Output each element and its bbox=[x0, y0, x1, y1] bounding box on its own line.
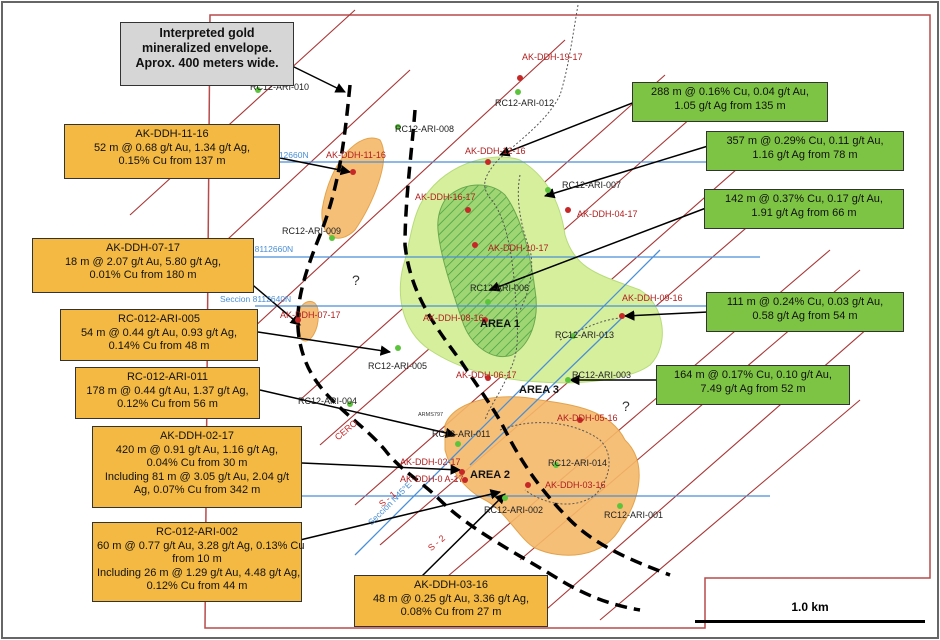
rc-hole-label-rc12-ari-005: RC12-ARI-005 bbox=[368, 361, 428, 371]
envelope-boundary-lines bbox=[296, 84, 671, 612]
rc-hole-label-rc12-ari-010: RC12-ARI-010 bbox=[250, 82, 310, 92]
callout-164m: 164 m @ 0.17% Cu, 0.10 g/t Au, 7.49 g/t … bbox=[656, 365, 850, 405]
rc-hole-marker bbox=[255, 87, 261, 93]
ddh-hole-label-ak-ddh-10-17: AK-DDH-10-17 bbox=[488, 243, 549, 253]
callout-142m: 142 m @ 0.37% Cu, 0.17 g/t Au, 1.91 g/t … bbox=[704, 189, 904, 229]
ddh-hole-marker bbox=[485, 375, 491, 381]
callout-rc-012-ari-005: RC-012-ARI-005 54 m @ 0.44 g/t Au, 0.93 … bbox=[60, 309, 258, 361]
ddh-hole-label-ak-ddh-03-16: AK-DDH-03-16 bbox=[545, 480, 606, 490]
ddh-hole-marker bbox=[565, 207, 571, 213]
rc-hole-marker bbox=[329, 235, 335, 241]
section-label-1: 8112660N bbox=[270, 150, 309, 160]
area-label-3: AREA 3 bbox=[519, 384, 559, 396]
question-mark-1: ? bbox=[352, 272, 360, 288]
rc-hole-label-rc12-ari-004: RC12-ARI-004 bbox=[298, 396, 358, 406]
ddh-hole-marker bbox=[485, 159, 491, 165]
callout-rc-012-ari-002: RC-012-ARI-002 60 m @ 0.77 g/t Au, 3.28 … bbox=[92, 522, 304, 602]
ddh-hole-label-ak-ddh-09-16: AK-DDH-09-16 bbox=[622, 293, 683, 303]
callout-111m: 111 m @ 0.24% Cu, 0.03 g/t Au, 0.58 g/t … bbox=[706, 292, 904, 332]
rc-hole-marker bbox=[502, 495, 508, 501]
property-boundary bbox=[204, 14, 931, 629]
ddh-hole-marker bbox=[517, 75, 523, 81]
ddh-hole-label-ak-ddh-16-17: AK-DDH-16-17 bbox=[415, 192, 476, 202]
rc-hole-label-rc12-ari-007: RC12-ARI-007 bbox=[562, 180, 622, 190]
rc-hole-marker bbox=[395, 345, 401, 351]
rc-hole-marker bbox=[545, 187, 551, 193]
ddh-hole-marker bbox=[619, 313, 625, 319]
rc-hole-label-rc12-ari-012: RC12-ARI-012 bbox=[495, 98, 555, 108]
rc-hole-label-rc12-ari-013: RC12-ARI-013 bbox=[555, 330, 615, 340]
ddh-hole-marker bbox=[482, 317, 488, 323]
rc-hole-label-rc12-ari-001: RC12-ARI-001 bbox=[604, 510, 664, 520]
rc-hole-marker bbox=[565, 377, 571, 383]
rc-hole-label-rc12-ari-003: RC12-ARI-003 bbox=[572, 370, 632, 380]
ddh-hole-label-ak-ddh-12-16: AK-DDH-12-16 bbox=[465, 146, 526, 156]
question-mark-2: ? bbox=[622, 398, 630, 414]
callout-ak-ddh-07-17: AK-DDH-07-17 18 m @ 2.07 g/t Au, 5.80 g/… bbox=[32, 238, 254, 293]
rc-hole-marker bbox=[395, 124, 401, 130]
rc-hole-marker bbox=[570, 333, 576, 339]
section-label-3: Seccion 8112640N bbox=[220, 294, 292, 304]
rc-hole-marker bbox=[553, 462, 559, 468]
ddh-hole-marker bbox=[350, 169, 356, 175]
ddh-hole-marker bbox=[577, 417, 583, 423]
rc-hole-label-rc12-ari-006: RC12-ARI-006 bbox=[470, 283, 530, 293]
ddh-hole-label-ak-ddh-04-17: AK-DDH-04-17 bbox=[577, 209, 638, 219]
callout-ak-ddh-11-16: AK-DDH-11-16 52 m @ 0.68 g/t Au, 1.34 g/… bbox=[64, 124, 280, 179]
area-label-1: AREA 1 bbox=[480, 318, 520, 330]
area-label-2: AREA 2 bbox=[470, 469, 510, 481]
callout-357m: 357 m @ 0.29% Cu, 0.11 g/t Au, 1.16 g/t … bbox=[706, 131, 904, 171]
ddh-hole-label-ak-ddh-06-17: AK-DDH-06-17 bbox=[456, 370, 517, 380]
ddh-hole-label-ak-ddh-02-17: AK-DDH-02-17 bbox=[400, 457, 461, 467]
ddh-hole-marker bbox=[525, 482, 531, 488]
drainage-traces bbox=[484, 4, 621, 505]
callout-ak-ddh-02-17: AK-DDH-02-17 420 m @ 0.91 g/t Au, 1.16 g… bbox=[92, 426, 302, 508]
ddh-hole-label-ak-ddh-05-16: AK-DDH-05-16 bbox=[557, 413, 618, 423]
section-label-2: Seccion 8112660N bbox=[222, 244, 294, 254]
ddh-hole-marker bbox=[462, 477, 468, 483]
rc-hole-marker bbox=[617, 503, 623, 509]
scale-label: 1.0 km bbox=[791, 600, 829, 614]
small-map-label: ARMS797 bbox=[418, 412, 444, 418]
ddh-hole-marker bbox=[465, 207, 471, 213]
rc-hole-label-rc12-ari-002: RC12-ARI-002 bbox=[484, 505, 544, 515]
ddh-hole-marker bbox=[472, 242, 478, 248]
rc-hole-label-rc12-ari-014: RC12-ARI-014 bbox=[548, 458, 608, 468]
rc-hole-label-rc12-ari-008: RC12-ARI-008 bbox=[395, 124, 455, 134]
rc-hole-marker bbox=[455, 441, 461, 447]
callout-rc-012-ari-011: RC-012-ARI-011 178 m @ 0.44 g/t Au, 1.37… bbox=[75, 367, 260, 419]
orange-zones bbox=[296, 137, 640, 556]
scale-line bbox=[695, 620, 925, 623]
rc-hole-label-rc12-ari-009: RC12-ARI-009 bbox=[282, 226, 342, 236]
callout-arrows bbox=[234, 64, 709, 579]
rc-hole-marker bbox=[515, 89, 521, 95]
ddh-hole-label-ak-ddh-07-17: AK-DDH-07-17 bbox=[280, 310, 341, 320]
rc-hole-marker bbox=[347, 401, 353, 407]
callout-288m: 288 m @ 0.16% Cu, 0.04 g/t Au, 1.05 g/t … bbox=[632, 82, 828, 122]
ddh-hole-label-ak-ddh-11-16: AK-DDH-11-16 bbox=[326, 150, 386, 160]
ddh-hole-label-ak-ddh-0-a-17: AK-DDH-0 A-17 bbox=[400, 474, 464, 484]
rc-hole-label-rc12-ari-011: RC12-ARI-011 bbox=[432, 429, 491, 439]
rc-hole-marker bbox=[485, 299, 491, 305]
callout-ak-ddh-03-16: AK-DDH-03-16 48 m @ 0.25 g/t Au, 3.36 g/… bbox=[354, 575, 548, 627]
ddh-hole-label-ak-ddh-19-17: AK-DDH-19-17 bbox=[522, 52, 583, 62]
scale-bar: 1.0 km bbox=[695, 596, 925, 626]
ddh-hole-label-ak-ddh-08-16: AK-DDH-08-16 bbox=[423, 313, 484, 323]
ddh-hole-marker bbox=[459, 469, 465, 475]
section-lines bbox=[250, 161, 770, 556]
callout-envelope: Interpreted gold mineralized envelope. A… bbox=[120, 22, 294, 86]
ddh-hole-marker bbox=[295, 317, 301, 323]
